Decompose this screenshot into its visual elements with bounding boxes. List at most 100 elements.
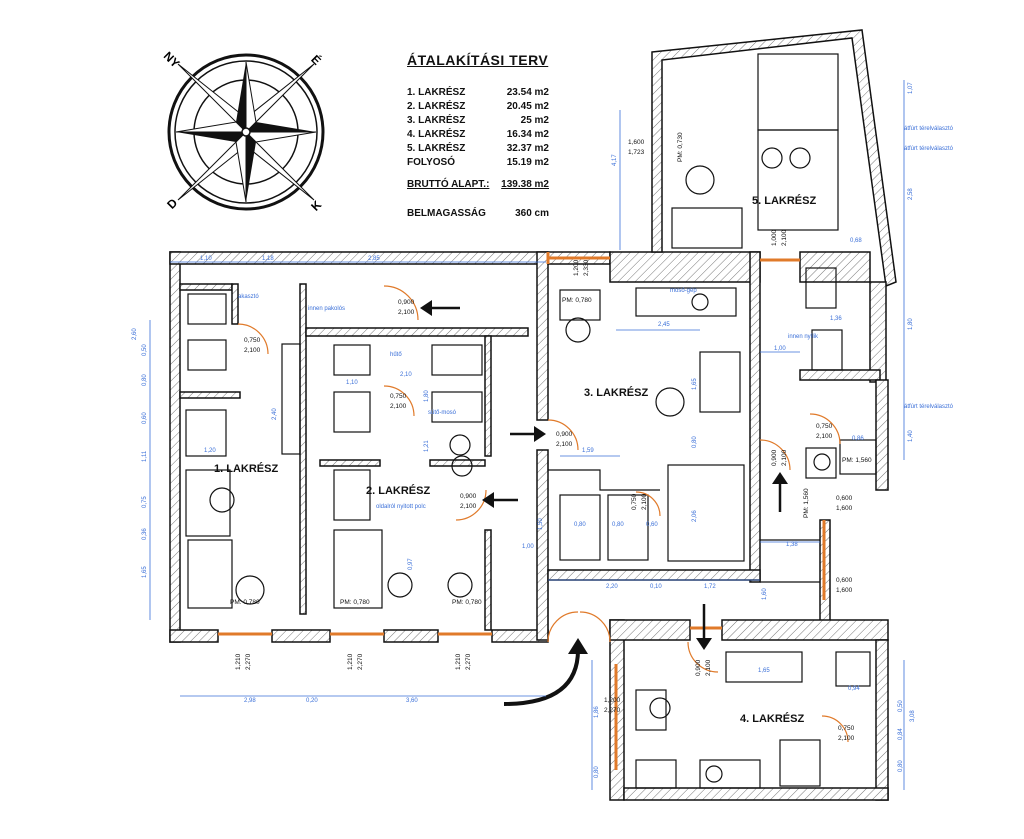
pm-label-6: PM: 1,560 <box>803 488 810 518</box>
room-label-1: 1. LAKRÉSZ <box>214 462 278 475</box>
door-label-7-w: 0,750 <box>816 423 833 430</box>
pm-label-5: PM: 1,560 <box>842 457 872 464</box>
window-label-2-h: 2,270 <box>357 653 364 670</box>
door-swings <box>237 285 849 743</box>
window-label-4-h: 2,270 <box>604 707 621 714</box>
window-label-3-w: 1,210 <box>455 653 462 670</box>
dim-r3-8: 0,60 <box>646 522 658 528</box>
compass-sw-label: D <box>164 196 180 212</box>
ceiling-height-row: BELMAGASSÁG 360 cm <box>407 208 549 219</box>
dim-left-4: 0,60 <box>142 412 148 424</box>
door-label-1-h: 2,100 <box>398 309 415 316</box>
pm-label-2: PM: 0,780 <box>340 599 370 606</box>
dim-bottom-1: 2,98 <box>244 698 256 704</box>
compass-nw-label: NY <box>161 49 183 71</box>
dim-right-2: 2,58 <box>908 188 914 200</box>
window-label-7-w: 0,600 <box>836 495 853 502</box>
door-label-10-w: 0,750 <box>838 725 855 732</box>
ceiling-height-value: 360 cm <box>515 208 549 219</box>
room-label-2: 2. LAKRÉSZ <box>366 484 430 497</box>
dim-mid-2: 0,10 <box>650 584 662 590</box>
door-label-8-h: 2,100 <box>781 449 788 466</box>
area-row: 1. LAKRÉSZ 23.54 m2 <box>407 86 549 100</box>
dim-left-3: 0,80 <box>142 374 148 386</box>
door-label-4-h: 2,100 <box>556 441 573 448</box>
window-label-9-h: 2,100 <box>781 229 788 246</box>
area-row: 2. LAKRÉSZ 20.45 m2 <box>407 100 549 114</box>
window-label-3-h: 2,270 <box>465 653 472 670</box>
window-label-4-w: 1,200 <box>604 697 621 704</box>
area-value: 25 m2 <box>520 115 549 126</box>
dim-left-1: 2,60 <box>132 328 138 340</box>
door-label-6-w: 0,750 <box>631 493 638 510</box>
area-label: 4. LAKRÉSZ <box>407 129 466 140</box>
dim-left-7: 0,36 <box>142 528 148 540</box>
windows-openings <box>218 252 826 770</box>
plan-title: ÁTALAKÍTÁSI TERV <box>407 52 549 68</box>
dim-r4-1: 1,65 <box>758 668 770 674</box>
dim-r2-2: 2,10 <box>400 372 412 378</box>
area-label: FOLYOSÓ <box>407 157 455 168</box>
dim-left-5: 1,11 <box>142 450 148 462</box>
dim-r4-3: 1,86 <box>594 706 600 718</box>
dim-r4-8: 3,08 <box>910 710 916 722</box>
entrance-arrows <box>420 300 788 706</box>
room-labels: 1. LAKRÉSZ 2. LAKRÉSZ 3. LAKRÉSZ 4. LAKR… <box>214 194 816 725</box>
dimension-lines <box>149 80 905 790</box>
window-label-5-w: 1,200 <box>573 259 580 276</box>
dim-r3-2: 1,65 <box>692 378 698 390</box>
compass-se-label: K <box>308 198 324 214</box>
door-label-2-w: 0,750 <box>244 337 261 344</box>
plan-lines <box>185 53 877 789</box>
note-atfort-2: átfúrt térelválasztó <box>904 146 954 152</box>
window-label-7-h: 1,600 <box>836 505 853 512</box>
door-label-1-w: 0,900 <box>398 299 415 306</box>
dim-r4-5: 0,50 <box>898 700 904 712</box>
room-label-3: 3. LAKRÉSZ <box>584 386 648 399</box>
area-row: FOLYOSÓ 15.19 m2 <box>407 156 549 170</box>
gross-area-value: 139.38 m2 <box>501 179 549 190</box>
dim-r2-5: 0,97 <box>408 558 414 570</box>
dim-left-8: 1,65 <box>142 566 148 578</box>
dim-bottom-2: 0,20 <box>306 698 318 704</box>
dim-r3-5: 1,59 <box>582 448 594 454</box>
area-value: 23.54 m2 <box>506 87 549 98</box>
note-moso-gep: mosó-gép <box>670 288 697 294</box>
area-table: 1. LAKRÉSZ 23.54 m2 2. LAKRÉSZ 20.45 m2 … <box>407 86 549 192</box>
note-akaszto: akasztó <box>238 294 259 300</box>
door-label-3-w: 0,750 <box>390 393 407 400</box>
dim-misc-1: 4,17 <box>612 154 618 166</box>
dim-mid-1: 2,20 <box>606 584 618 590</box>
dim-right-3: 1,80 <box>908 318 914 330</box>
area-value: 32.37 m2 <box>506 143 549 154</box>
area-label: 5. LAKRÉSZ <box>407 143 466 154</box>
area-value: 16.34 m2 <box>506 129 549 140</box>
room-label-4: 4. LAKRÉSZ <box>740 712 804 725</box>
gross-area-label: BRUTTÓ ALAPT.: <box>407 179 490 190</box>
window-label-6-w: 1,600 <box>628 139 645 146</box>
pm-label-3: PM: 0,780 <box>452 599 482 606</box>
dim-r3-10: 1,00 <box>522 544 534 550</box>
note-oldalrol: oldalról nyitott polc <box>376 504 426 510</box>
dim-right-4: 1,40 <box>908 430 914 442</box>
opening-size-labels: 0,900 2,100 0,750 2,100 0,750 2,100 0,90… <box>235 139 855 742</box>
door-label-2-h: 2,100 <box>244 347 261 354</box>
area-row: 4. LAKRÉSZ 16.34 m2 <box>407 128 549 142</box>
area-row: 3. LAKRÉSZ 25 m2 <box>407 114 549 128</box>
dim-r4-7: 0,80 <box>898 760 904 772</box>
dim-r3-3: 0,80 <box>692 436 698 448</box>
area-value: 15.19 m2 <box>506 157 549 168</box>
note-atfort-1: átfúrt térelválasztó <box>904 126 954 132</box>
dim-top-1: 1,10 <box>200 256 212 262</box>
compass-ne-label: É <box>308 52 324 68</box>
window-label-1-w: 1,210 <box>235 653 242 670</box>
note-sutoi-moso: sütő-mosó <box>428 410 457 416</box>
dim-r5-2: 1,36 <box>830 316 842 322</box>
dim-r2-3: 1,80 <box>424 390 430 402</box>
dim-r2-1: 1,10 <box>346 380 358 386</box>
door-label-8-w: 0,900 <box>771 449 778 466</box>
door-label-7-h: 2,100 <box>816 433 833 440</box>
dim-r4-4: 0,80 <box>594 766 600 778</box>
dimension-labels: 1,10 1,18 2,85 2,98 0,20 3,60 2,20 0,10 … <box>132 82 916 778</box>
